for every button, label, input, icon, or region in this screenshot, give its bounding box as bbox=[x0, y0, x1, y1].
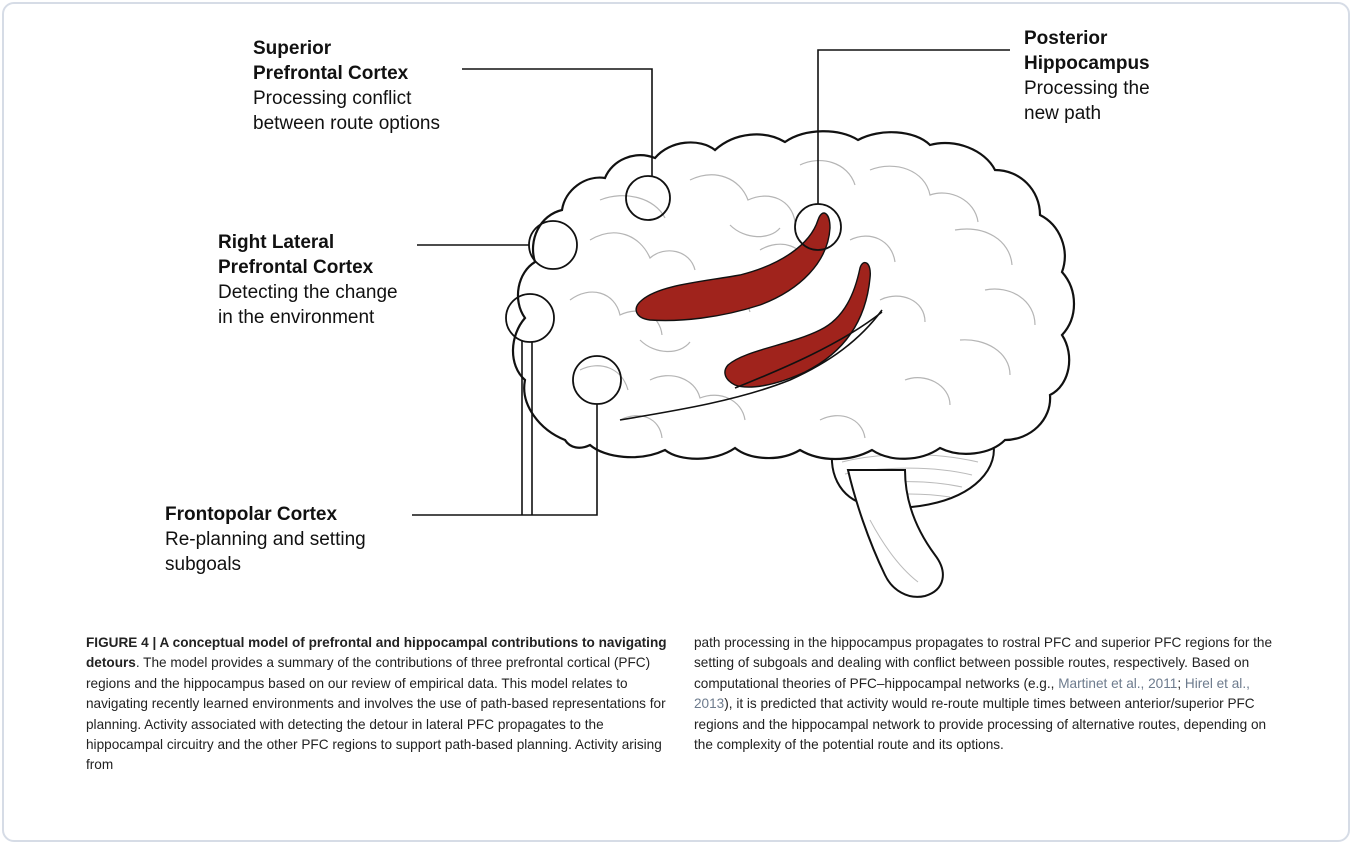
frontopolar-desc-2: subgoals bbox=[165, 554, 242, 575]
right-lateral-pfc-desc-1: Detecting the change bbox=[218, 282, 398, 303]
reference-separator: ; bbox=[1177, 675, 1185, 691]
brainstem bbox=[846, 469, 944, 598]
caption-right-text-1: path processing in the hippocampus propa… bbox=[694, 635, 1273, 691]
right-lateral-pfc-title-1: Right Lateral bbox=[218, 232, 335, 253]
frontopolar-label: Frontopolar Cortex Re-planning and setti… bbox=[165, 502, 366, 577]
figure-label: FIGURE 4 | A conceptual model of prefron… bbox=[86, 635, 667, 671]
superior-pfc-circle bbox=[625, 175, 671, 221]
posterior-hippocampus-label: Posterior Hippocampus Processing the new… bbox=[1024, 26, 1150, 126]
caption-left-text: . The model provides a summary of the co… bbox=[86, 655, 666, 773]
posterior-hippocampus-title-1: Posterior bbox=[1024, 28, 1108, 49]
superior-pfc-label: Superior Prefrontal Cortex Processing co… bbox=[253, 36, 440, 136]
right-lateral-pfc-title-2: Prefrontal Cortex bbox=[218, 257, 374, 278]
frontopolar-circle-1 bbox=[505, 293, 555, 343]
superior-pfc-desc-1: Processing conflict bbox=[253, 88, 412, 109]
superior-pfc-leader bbox=[462, 68, 653, 176]
posterior-hippocampus-leader bbox=[817, 49, 1010, 204]
caption-right-text-2: ), it is predicted that activity would r… bbox=[694, 696, 1267, 753]
cerebrum bbox=[511, 130, 1075, 460]
frontopolar-desc-1: Re-planning and setting bbox=[165, 529, 366, 550]
posterior-hippocampus-desc-2: new path bbox=[1024, 103, 1102, 124]
posterior-hippocampus-title-2: Hippocampus bbox=[1024, 53, 1150, 74]
superior-pfc-title-2: Prefrontal Cortex bbox=[253, 63, 409, 84]
caption-left-column: FIGURE 4 | A conceptual model of prefron… bbox=[86, 633, 671, 776]
brain-figure bbox=[412, 49, 1075, 598]
hippocampus-highlight bbox=[635, 212, 883, 389]
superior-pfc-desc-2: between route options bbox=[253, 113, 440, 134]
superior-pfc-title-1: Superior bbox=[253, 38, 332, 59]
posterior-hippocampus-desc-1: Processing the bbox=[1024, 78, 1150, 99]
frontopolar-leader bbox=[412, 404, 598, 516]
reference-link-hirel[interactable]: Hirel et al., 2013 bbox=[694, 675, 1250, 712]
reference-link-martinet[interactable]: Martinet et al., 2011 bbox=[1058, 675, 1178, 691]
caption-right-column: path processing in the hippocampus propa… bbox=[694, 633, 1279, 755]
right-lateral-pfc-label: Right Lateral Prefrontal Cortex Detectin… bbox=[218, 230, 398, 330]
frontopolar-title-1: Frontopolar Cortex bbox=[165, 504, 338, 525]
right-lateral-pfc-desc-2: in the environment bbox=[218, 307, 375, 328]
